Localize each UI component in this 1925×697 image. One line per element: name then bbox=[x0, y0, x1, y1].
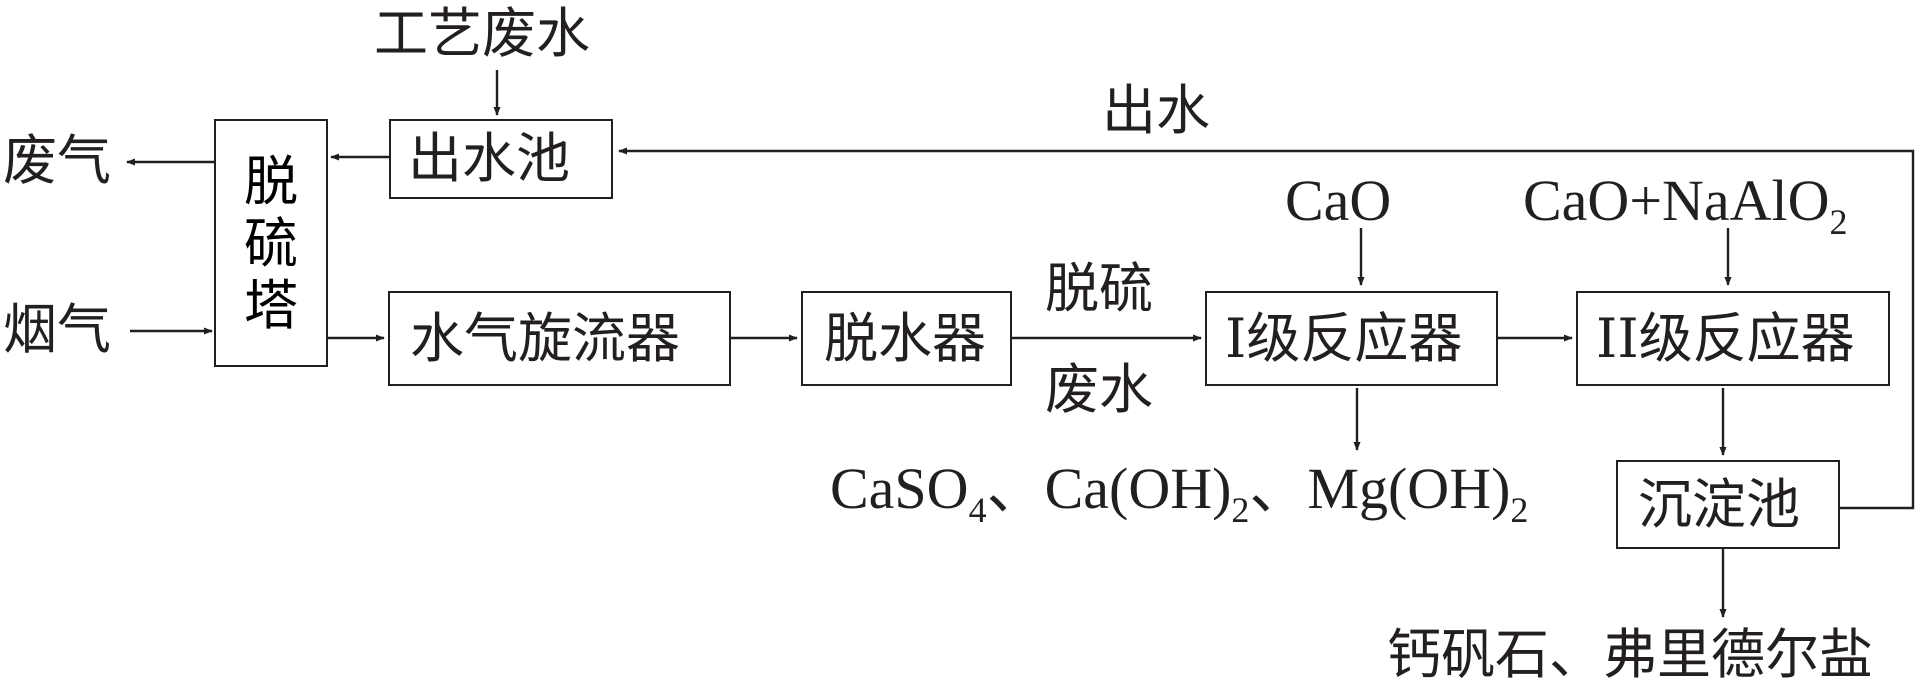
desulfurization-tower-box: 脱硫塔 bbox=[214, 119, 328, 367]
precipitate-1-caoh: 、Ca(OH) bbox=[986, 456, 1232, 521]
settling-pool-box: 沉淀池 bbox=[1616, 460, 1840, 549]
reactor-2-label: II级反应器 bbox=[1596, 307, 1855, 370]
precipitate-1-sub-2a: 2 bbox=[1231, 490, 1250, 530]
hydrocyclone-label: 水气旋流器 bbox=[410, 307, 680, 370]
precipitate-1-sub-4: 4 bbox=[968, 490, 987, 530]
desulfurization-wastewater-label-top: 脱硫 bbox=[1045, 257, 1153, 320]
effluent-return-line bbox=[618, 147, 1915, 510]
precipitate-1-caso: CaSO bbox=[830, 456, 969, 521]
desulfurization-wastewater-label-bottom: 废水 bbox=[1045, 358, 1153, 421]
outlet-pool-label: 出水池 bbox=[408, 127, 570, 190]
dehydrator-label: 脱水器 bbox=[824, 307, 986, 370]
outlet-pool-box: 出水池 bbox=[389, 119, 613, 199]
flue-gas-label: 烟气 bbox=[3, 298, 111, 361]
reactor-1-label: I级反应器 bbox=[1225, 307, 1463, 370]
cao-naalo2-subscript: 2 bbox=[1829, 202, 1848, 242]
desulfurization-tower-label: 脱硫塔 bbox=[244, 150, 298, 337]
precipitate-1-label: CaSO4、Ca(OH)2、Mg(OH)2 bbox=[830, 460, 1528, 529]
effluent-label: 出水 bbox=[1102, 79, 1210, 142]
reactor-2-box: II级反应器 bbox=[1576, 291, 1890, 386]
precipitate-1-mgoh: 、Mg(OH) bbox=[1249, 456, 1511, 521]
cao-reagent-label: CaO bbox=[1285, 168, 1392, 233]
settling-pool-label: 沉淀池 bbox=[1638, 473, 1800, 536]
cao-naalo2-main: CaO+NaAlO bbox=[1523, 168, 1830, 233]
dehydrator-box: 脱水器 bbox=[801, 291, 1012, 386]
process-wastewater-label: 工艺废水 bbox=[374, 2, 590, 65]
precipitate-1-sub-2b: 2 bbox=[1510, 490, 1529, 530]
exhaust-gas-label: 废气 bbox=[3, 129, 111, 192]
precipitate-2-label: 钙矾石、弗里德尔盐 bbox=[1387, 623, 1873, 686]
hydrocyclone-box: 水气旋流器 bbox=[388, 291, 731, 386]
reactor-1-box: I级反应器 bbox=[1205, 291, 1498, 386]
cao-naalo2-reagent-label: CaO+NaAlO2 bbox=[1523, 172, 1848, 241]
